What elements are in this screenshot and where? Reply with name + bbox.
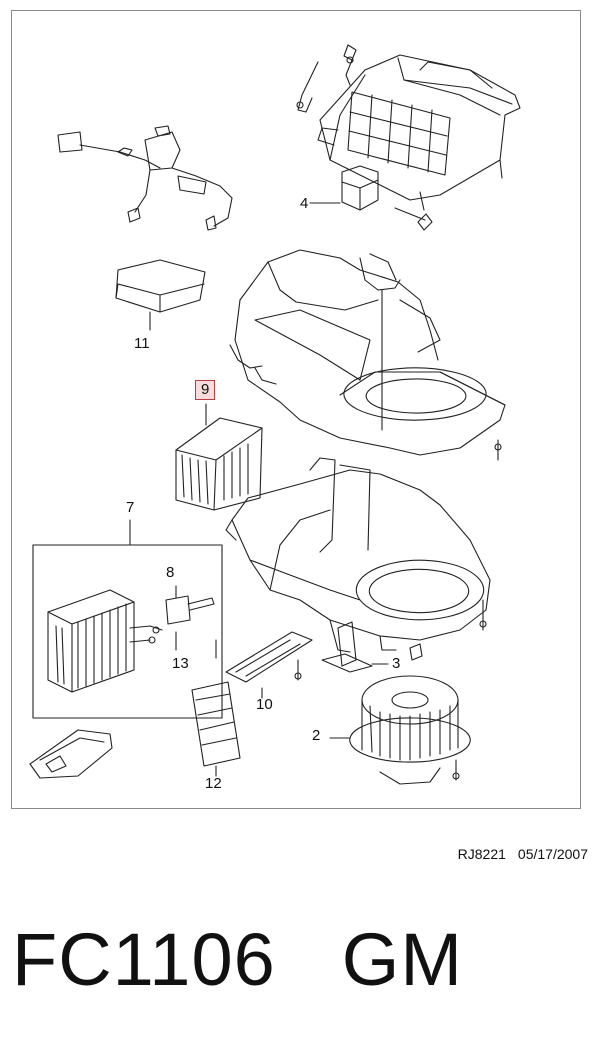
callout-10: 10	[256, 696, 273, 713]
actuator-part-4	[309, 165, 433, 231]
blower-motor-part-2	[329, 675, 471, 785]
callout-3: 3	[392, 655, 401, 672]
bracket-part-10	[225, 631, 313, 699]
diagram-reference: RJ8221 05/17/2007	[458, 846, 588, 862]
callout-2: 2	[312, 727, 321, 744]
reference-code: RJ8221	[457, 846, 506, 862]
cabin-filter-part-9	[175, 403, 263, 511]
drain-duct	[29, 729, 113, 779]
filter-part-12	[191, 681, 241, 777]
callout-9-highlighted[interactable]: 9	[195, 380, 216, 400]
resistor-part-3	[321, 621, 423, 673]
callout-12: 12	[205, 775, 222, 792]
exploded-parts-diagram	[29, 44, 521, 785]
diagram-frame	[11, 10, 581, 809]
callout-4: 4	[300, 195, 309, 212]
upper-case-part-1	[229, 249, 506, 461]
callout-13: 13	[172, 655, 189, 672]
wiring-harness	[57, 125, 233, 231]
part-caption: FC1106 GM	[12, 920, 463, 1000]
callout-11: 11	[134, 335, 150, 352]
inlet-door-housing	[296, 44, 521, 211]
brand-name: GM	[341, 918, 463, 1001]
callout-7: 7	[126, 499, 135, 516]
evaporator-group-box	[32, 519, 223, 719]
callout-8: 8	[166, 564, 175, 581]
filter-part-11	[115, 259, 206, 331]
part-number: FC1106	[12, 918, 276, 1001]
lower-case-assembly	[225, 457, 491, 653]
reference-date: 05/17/2007	[517, 846, 588, 862]
